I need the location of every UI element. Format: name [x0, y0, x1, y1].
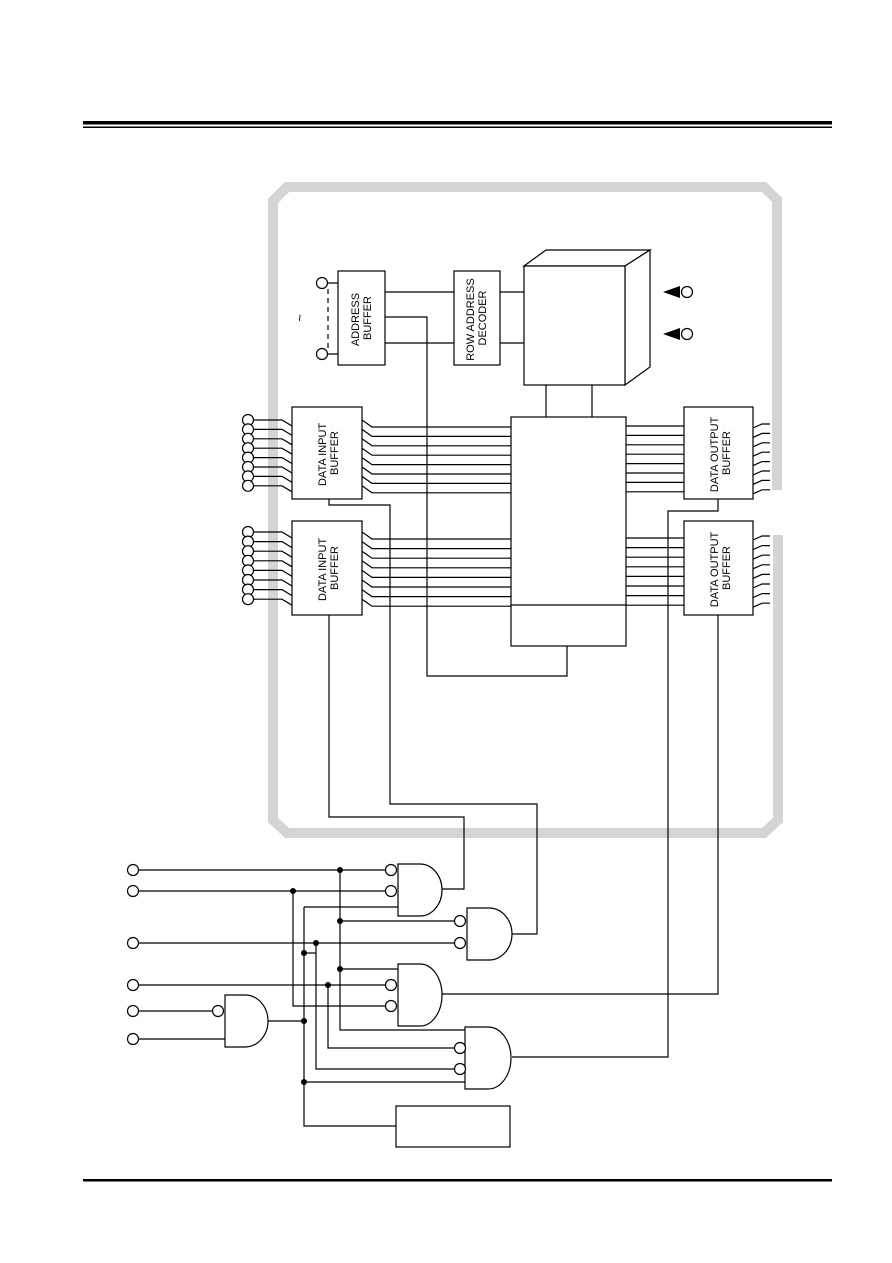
data-bus-lines — [254, 419, 770, 608]
data-bus-line — [361, 428, 511, 437]
memory-array — [522, 248, 653, 387]
input-lead — [254, 541, 293, 549]
address-buffer: ADDRESS BUFFER — [337, 270, 386, 366]
data-bus-line — [361, 541, 511, 550]
chip-outline — [268, 182, 783, 838]
data-bus-line — [361, 447, 511, 456]
input-lead — [254, 531, 293, 539]
data-bus-line — [361, 579, 511, 588]
output-lead — [752, 489, 770, 495]
row-decoder-label-1: ROW ADDRESS — [465, 278, 477, 361]
data-bus-line — [361, 550, 511, 559]
address-buffer-label-1: ADDRESS — [350, 293, 362, 346]
input-lead — [254, 457, 293, 465]
header-rule — [83, 121, 832, 128]
control-input-pins — [126, 863, 140, 1046]
and-gate-4 — [453, 1026, 512, 1090]
io-pin — [241, 479, 255, 492]
data-input-buffer-upper: DATA INPUT BUFFER — [291, 406, 363, 500]
output-lead — [752, 470, 770, 476]
output-lead — [752, 479, 770, 485]
input-lead — [254, 419, 293, 427]
and-gate-3 — [384, 963, 443, 1027]
data-output-buffer-upper: DATA OUTPUT BUFFER — [683, 406, 754, 500]
output-lead — [752, 554, 770, 560]
input-lead — [254, 438, 293, 446]
data-bus-line — [361, 419, 511, 428]
row-decoder-label-2: DECODER — [477, 290, 489, 345]
dib-upper-label-2: BUFFER — [329, 431, 341, 475]
svg-text:DATA OUTPUT BUFFER: DATA OUTPUT BUFFER — [709, 529, 733, 607]
data-bus-line — [361, 589, 511, 598]
address-ellipsis-glyph: ~ — [292, 314, 307, 322]
output-lead — [752, 564, 770, 570]
control-block — [395, 1105, 511, 1148]
input-lead — [254, 428, 293, 436]
data-bus-line — [361, 598, 511, 607]
and-gate-2 — [453, 907, 513, 961]
input-lead — [254, 589, 293, 597]
output-lead — [752, 432, 770, 438]
dob-lower-label-2: BUFFER — [721, 546, 733, 590]
svg-text:DATA INPUT BUFFER: DATA INPUT BUFFER — [317, 420, 341, 486]
input-lead — [254, 475, 293, 483]
and-gate-1 — [384, 863, 443, 917]
data-bus-line — [361, 485, 511, 494]
data-bus-line — [361, 475, 511, 484]
input-lead — [254, 466, 293, 474]
output-lead — [752, 461, 770, 467]
footer-rule — [83, 1179, 832, 1182]
dib-upper-label-1: DATA INPUT — [317, 423, 329, 486]
data-bus-line — [361, 531, 511, 540]
control-wires — [328, 499, 719, 1058]
dob-lower-label-1: DATA OUTPUT — [709, 531, 721, 607]
data-bus-line — [361, 438, 511, 447]
output-lead — [752, 583, 770, 589]
io-pins — [241, 413, 255, 606]
output-lead — [752, 535, 770, 541]
output-lead — [752, 593, 770, 599]
output-lead — [752, 423, 770, 429]
data-bus-line — [361, 560, 511, 569]
input-lead — [254, 485, 293, 493]
dib-lower-label-1: DATA INPUT — [317, 538, 329, 601]
junction-dots — [290, 867, 343, 1085]
data-bus-line — [361, 466, 511, 475]
address-buffer-label-2: BUFFER — [362, 296, 374, 340]
output-lead — [752, 451, 770, 457]
output-lead — [752, 442, 770, 448]
io-pin — [241, 593, 255, 606]
input-lead — [254, 560, 293, 568]
input-lead — [254, 550, 293, 558]
svg-text:DATA INPUT BUFFER: DATA INPUT BUFFER — [317, 535, 341, 601]
data-output-buffer-lower: DATA OUTPUT BUFFER — [683, 520, 754, 616]
input-lead — [254, 447, 293, 455]
address-wires — [385, 291, 593, 677]
sense-amp-column-io — [510, 416, 627, 647]
svg-text:DATA OUTPUT BUFFER: DATA OUTPUT BUFFER — [709, 414, 733, 492]
dib-lower-label-2: BUFFER — [329, 546, 341, 590]
input-lead — [254, 569, 293, 577]
output-lead — [752, 602, 770, 608]
dob-upper-label-2: BUFFER — [721, 431, 733, 475]
control-pin-arrows — [663, 285, 694, 341]
and-gate-5 — [211, 994, 269, 1048]
row-address-decoder: ROW ADDRESS DECODER — [453, 270, 501, 366]
output-lead — [752, 545, 770, 551]
address-pins — [315, 276, 338, 361]
dob-upper-label-1: DATA OUTPUT — [709, 416, 721, 492]
svg-text:ROW ADDRESS DECODER: ROW ADDRESS DECODER — [465, 275, 489, 361]
input-lead — [254, 598, 293, 606]
data-bus-line — [361, 457, 511, 466]
data-input-buffer-lower: DATA INPUT BUFFER — [291, 520, 363, 616]
output-lead — [752, 573, 770, 579]
svg-text:ADDRESS BUFFER: ADDRESS BUFFER — [350, 290, 374, 346]
input-lead — [254, 579, 293, 587]
data-bus-line — [361, 569, 511, 578]
